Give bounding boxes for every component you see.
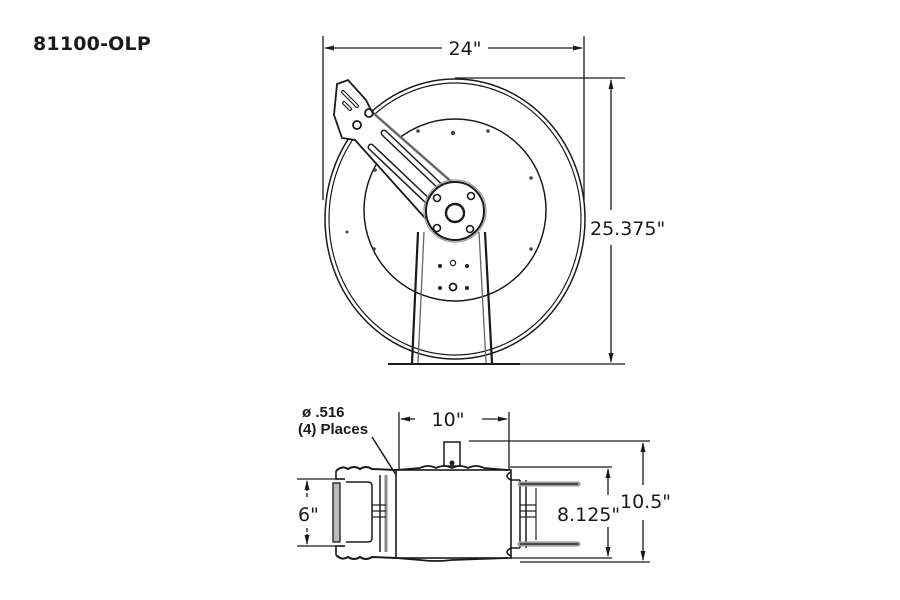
hole-leader-line <box>371 436 399 479</box>
hole-count-note: (4) Places <box>298 421 368 438</box>
reel-width-dimension <box>510 466 612 559</box>
front-view <box>322 36 625 365</box>
model-number-title: 81100-OLP <box>33 33 151 55</box>
overall-width-dimension <box>469 440 650 563</box>
base-width-dim-label: 10" <box>432 409 465 431</box>
reel-width-dim-label: 8.125" <box>557 504 620 526</box>
height-dimension <box>455 77 625 365</box>
swing-arm <box>333 78 457 220</box>
width-dimension <box>322 36 585 200</box>
top-view <box>297 412 650 563</box>
reel-body <box>395 469 512 559</box>
reel-outer-flange <box>324 78 586 360</box>
base-depth-dim-label: 6" <box>298 504 319 526</box>
overall-width-dim-label: 10.5" <box>620 491 671 513</box>
hole-diameter-note: ø .516 <box>302 404 345 421</box>
left-frame <box>332 471 388 555</box>
right-frame <box>506 471 581 557</box>
hub <box>423 179 487 243</box>
swivel-block <box>443 441 461 467</box>
stand <box>388 231 520 365</box>
reel-drum <box>363 118 547 302</box>
width-dim-label: 24" <box>449 38 482 60</box>
drum-bolt-holes <box>345 129 533 251</box>
height-dim-label: 25.375" <box>590 218 665 240</box>
